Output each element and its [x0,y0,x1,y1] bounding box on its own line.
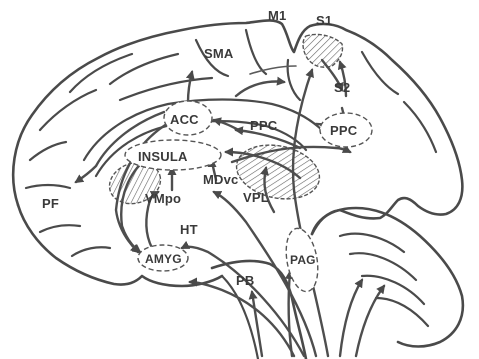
label-s1: S1 [316,13,332,28]
label-pf: PF [42,196,59,211]
label-ht: HT [180,222,198,237]
label-vmpo: VMpo [145,191,181,206]
label-sma: SMA [204,46,234,61]
brain-outline [13,20,462,234]
label-ppc-right: PPC [330,123,358,138]
label-pb: PB [236,273,254,288]
label-ppc-mid: PPC [250,118,278,133]
label-amyg: AMYG [145,252,182,266]
label-vpl: VPL [243,190,269,205]
label-acc: ACC [170,112,199,127]
cerebellum-outline [312,208,463,347]
label-insula: INSULA [138,149,188,164]
brain-lower-edge [18,205,222,286]
label-s2: S2 [334,80,350,95]
pathway-arrows [76,60,384,356]
label-pag: PAG [290,253,316,267]
cerebellum-folds [340,234,428,326]
label-mdvc: MDvc [203,172,238,187]
label-m1: M1 [268,8,286,23]
